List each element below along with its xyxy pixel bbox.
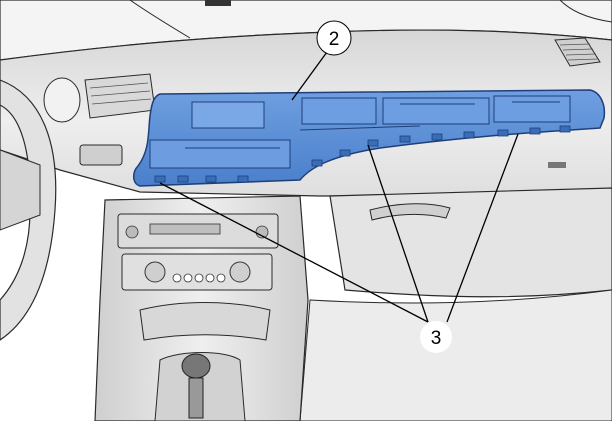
callout-2: 2	[316, 20, 352, 56]
leader-lines	[159, 51, 519, 323]
highlighted-fascia	[133, 89, 606, 187]
steering-wheel	[0, 73, 156, 341]
callout-3: 3	[420, 321, 452, 353]
clip-tabs	[154, 125, 571, 183]
callout-2-label: 2	[329, 29, 340, 50]
glovebox	[299, 187, 612, 421]
center-console	[94, 195, 309, 421]
callout-3-label: 3	[431, 328, 442, 349]
